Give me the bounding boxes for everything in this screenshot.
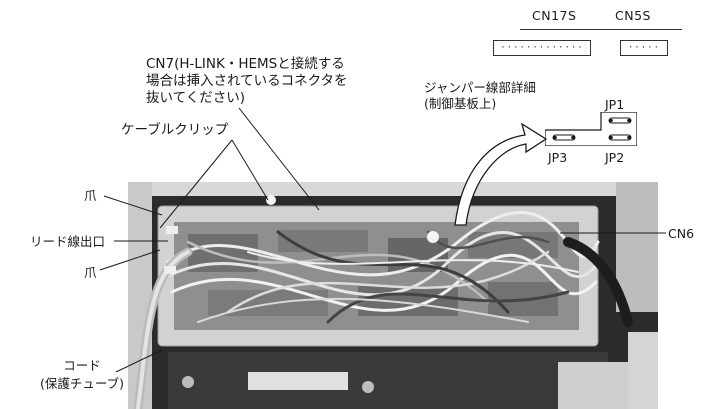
cn7-note-line3: 抜いてください) bbox=[146, 90, 245, 106]
jp3-label: JP3 bbox=[548, 150, 568, 165]
jp1-jumper bbox=[608, 117, 632, 124]
lead-outlet-label: リード線出口 bbox=[30, 234, 106, 249]
cn7-leader bbox=[238, 107, 320, 211]
cn17s-header: CN17S bbox=[532, 8, 577, 23]
cn6-label: CN6 bbox=[668, 226, 695, 241]
cn5s-connector: ····· bbox=[620, 40, 668, 56]
jumper-detail-title: ジャンパー線部詳細 (制御基板上) bbox=[424, 80, 536, 112]
cn7-note-line1: CN7(H-LINK・HEMSと接続する bbox=[146, 56, 345, 72]
cn5s-header: CN5S bbox=[615, 8, 651, 23]
jumper-detail-title-line1: ジャンパー線部詳細 bbox=[424, 80, 536, 95]
jumper-detail-title-line2: (制御基板上) bbox=[424, 96, 497, 111]
claw-bottom-leader bbox=[99, 249, 161, 271]
cord-label-line2: (保護チューブ) bbox=[40, 376, 125, 391]
jp2-jumper bbox=[608, 134, 632, 141]
cn7-note: CN7(H-LINK・HEMSと接続する 場合は挿入されているコネクタを 抜いて… bbox=[146, 56, 348, 107]
jumper-detail-arrow bbox=[454, 122, 548, 226]
jp1-label: JP1 bbox=[605, 97, 625, 112]
claw-top-leader bbox=[103, 195, 163, 216]
jp3-jumper bbox=[552, 134, 576, 141]
cord-label: コード (保護チューブ) bbox=[40, 357, 124, 393]
claw-top-label: 爪 bbox=[84, 188, 97, 203]
control-board-photo bbox=[128, 182, 658, 409]
claw-bottom-label: 爪 bbox=[84, 265, 97, 280]
cable-clip-leader-1 bbox=[231, 139, 269, 201]
cn17s-connector: ············· bbox=[493, 40, 591, 56]
cord-leader bbox=[115, 349, 163, 373]
cable-clip-label: ケーブルクリップ bbox=[121, 122, 229, 138]
jp2-label: JP2 bbox=[605, 150, 625, 165]
cord-label-line1: コード bbox=[63, 358, 101, 373]
header-divider bbox=[520, 29, 682, 30]
cn7-note-line2: 場合は挿入されているコネクタを bbox=[146, 73, 348, 89]
cable-clip-leader-2 bbox=[159, 139, 233, 229]
